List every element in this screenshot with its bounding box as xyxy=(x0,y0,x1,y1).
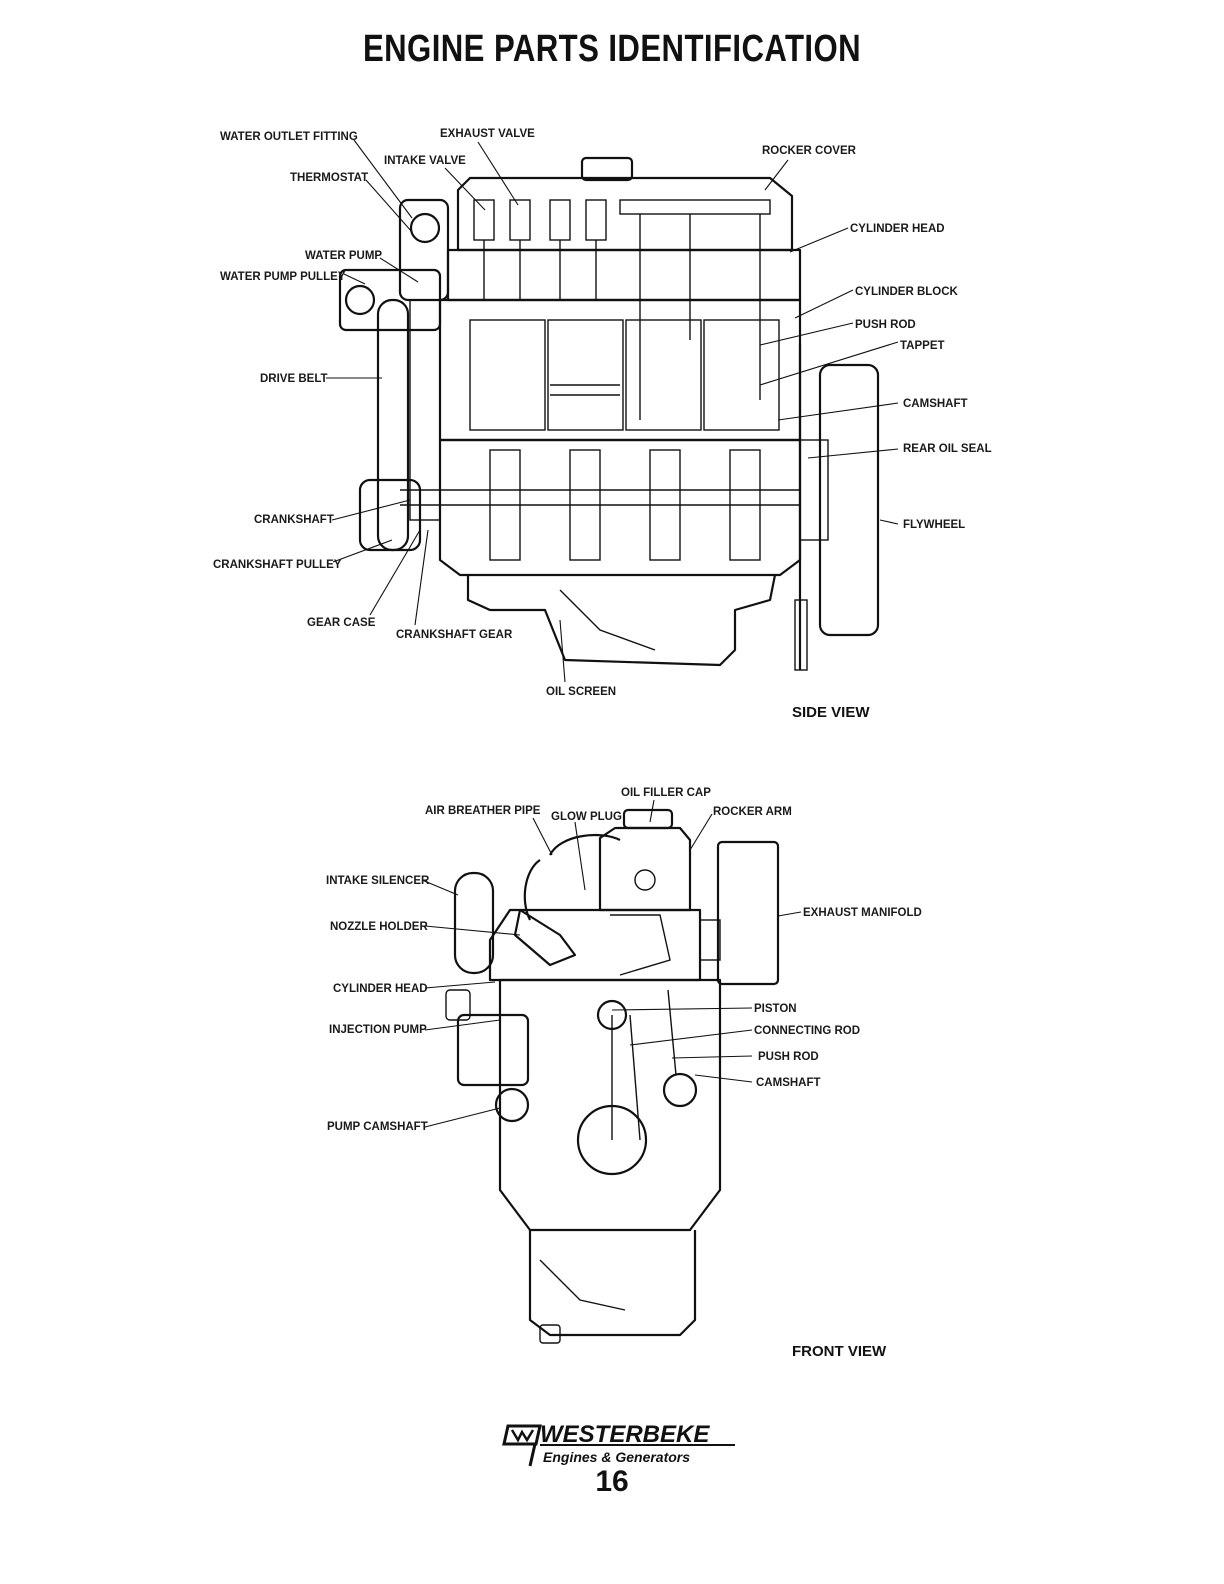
label-rocker-cover: ROCKER COVER xyxy=(762,145,857,157)
label-water-pump: WATER PUMP xyxy=(305,250,382,262)
label-crankshaft: CRANKSHAFT xyxy=(254,514,334,526)
label-intake-silencer: INTAKE SILENCER xyxy=(326,875,430,887)
label-cylinder-block: CYLINDER BLOCK xyxy=(855,286,959,298)
label-gear-case: GEAR CASE xyxy=(307,617,376,629)
side-view-caption: SIDE VIEW xyxy=(792,704,870,721)
label-air-breather-pipe: AIR BREATHER PIPE xyxy=(425,805,541,817)
label-push-rod: PUSH ROD xyxy=(855,319,916,331)
front-view-leaders xyxy=(421,799,802,1128)
label-front-cylinder-head: CYLINDER HEAD xyxy=(333,983,428,995)
label-exhaust-valve: EXHAUST VALVE xyxy=(440,128,535,140)
label-flywheel: FLYWHEEL xyxy=(903,519,965,531)
label-oil-screen: OIL SCREEN xyxy=(546,686,616,698)
side-view-leaders xyxy=(326,139,899,683)
label-camshaft: CAMSHAFT xyxy=(903,398,968,410)
label-glow-plug: GLOW PLUG xyxy=(551,811,622,823)
label-rocker-arm: ROCKER ARM xyxy=(713,806,792,818)
label-thermostat: THERMOSTAT xyxy=(290,172,368,184)
label-drive-belt: DRIVE BELT xyxy=(260,373,328,385)
brand-name: WESTERBEKE xyxy=(540,1421,710,1448)
page-title: ENGINE PARTS IDENTIFICATION xyxy=(362,28,862,70)
label-intake-valve: INTAKE VALVE xyxy=(384,155,466,167)
label-exhaust-manifold: EXHAUST MANIFOLD xyxy=(803,907,922,919)
label-injection-pump: INJECTION PUMP xyxy=(329,1024,427,1036)
label-water-pump-pulley: WATER PUMP PULLEY xyxy=(220,271,346,283)
front-view-caption: FRONT VIEW xyxy=(792,1343,887,1360)
label-cylinder-head: CYLINDER HEAD xyxy=(850,223,945,235)
westerbeke-logo: WESTERBEKE Engines & Generators xyxy=(502,1421,735,1467)
label-crankshaft-gear: CRANKSHAFT GEAR xyxy=(396,629,513,641)
label-piston: PISTON xyxy=(754,1003,797,1015)
label-crankshaft-pulley: CRANKSHAFT PULLEY xyxy=(213,559,342,571)
label-rear-oil-seal: REAR OIL SEAL xyxy=(903,443,992,455)
label-pump-camshaft: PUMP CAMSHAFT xyxy=(327,1121,428,1133)
label-connecting-rod: CONNECTING ROD xyxy=(754,1025,860,1037)
front-view-engine xyxy=(445,808,780,1344)
label-water-outlet-fitting: WATER OUTLET FITTING xyxy=(220,131,358,143)
page-number: 16 xyxy=(595,1465,629,1498)
label-front-camshaft: CAMSHAFT xyxy=(756,1077,821,1089)
label-tappet: TAPPET xyxy=(900,340,945,352)
label-nozzle-holder: NOZZLE HOLDER xyxy=(330,921,428,933)
brand-tagline: Engines & Generators xyxy=(543,1449,690,1465)
label-oil-filler-cap: OIL FILLER CAP xyxy=(621,787,711,799)
label-front-push-rod: PUSH ROD xyxy=(758,1051,819,1063)
side-view-engine xyxy=(338,156,880,671)
